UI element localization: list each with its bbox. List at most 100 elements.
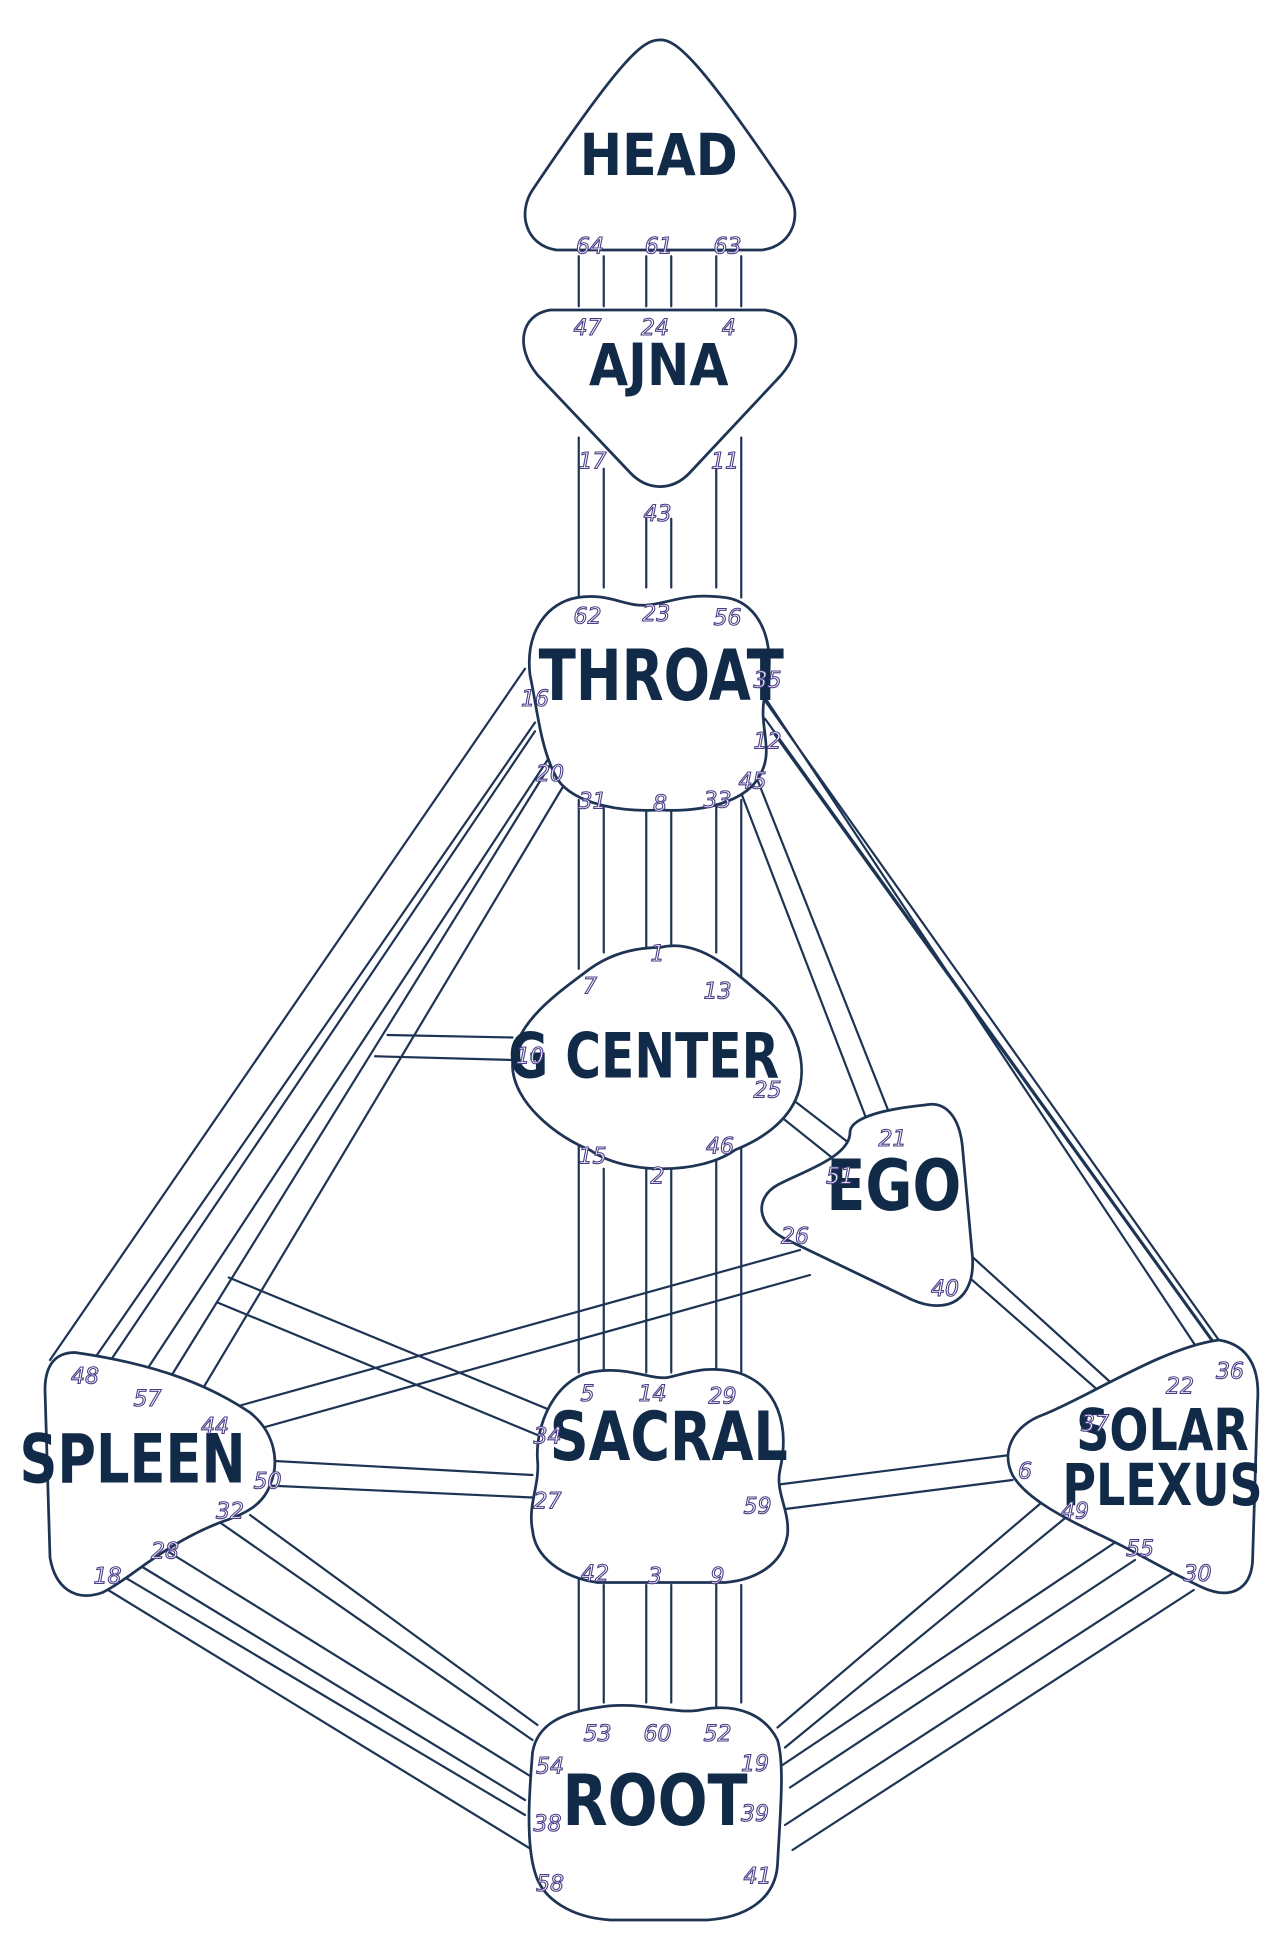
gate-54: 54 [536, 1755, 564, 1780]
centers-layer: HEAD AJNA THROAT G CENTER EGO SACRAL SPLEEN SOL… [20, 38, 1263, 1922]
channel-line [227, 1276, 552, 1412]
center-label: ROOT [562, 1761, 747, 1842]
gate-12: 12 [754, 730, 782, 755]
center-root: ROOT [527, 1704, 783, 1922]
gate-20: 20 [536, 762, 564, 787]
gate-64: 64 [576, 235, 604, 260]
channel-line [386, 1033, 514, 1039]
channel-line [133, 1561, 527, 1802]
channel-line [783, 1508, 1077, 1749]
center-head: HEAD [523, 38, 797, 252]
gate-51: 51 [826, 1165, 854, 1190]
channel-line [773, 1453, 1012, 1487]
channel-line [791, 1588, 1195, 1852]
channel-line [88, 721, 537, 1367]
gate-42: 42 [581, 1562, 609, 1587]
gate-33: 33 [704, 788, 732, 813]
channel-line [966, 1251, 1118, 1389]
gate-22: 22 [1166, 1375, 1194, 1400]
channel-line [111, 1568, 527, 1817]
center-ego: EGO [760, 1102, 974, 1308]
center-throat: THROAT [527, 594, 784, 812]
gate-55: 55 [1126, 1537, 1154, 1562]
gate-16: 16 [521, 687, 549, 712]
gate-48: 48 [71, 1365, 99, 1390]
gate-59: 59 [744, 1495, 772, 1520]
gate-38: 38 [534, 1812, 562, 1837]
gate-45: 45 [739, 770, 767, 795]
gate-58: 58 [536, 1872, 564, 1897]
channel-line [156, 1543, 534, 1779]
gate-50: 50 [254, 1470, 282, 1495]
gate-26: 26 [781, 1225, 809, 1250]
channel-line [788, 1558, 1137, 1789]
channel-line [953, 1263, 1108, 1399]
channel-line [255, 1458, 534, 1477]
gate-36: 36 [1216, 1360, 1244, 1385]
center-label: G CENTER [508, 1021, 779, 1093]
channel-line [106, 730, 537, 1367]
channel-line [218, 1521, 534, 1742]
center-head-shape [523, 38, 797, 252]
center-sacral-shape [530, 1367, 790, 1584]
gate-19: 19 [741, 1752, 769, 1777]
gate-29: 29 [709, 1385, 737, 1410]
gate-31: 31 [579, 790, 607, 815]
channel-line [161, 763, 552, 1392]
channel-line [188, 786, 564, 1412]
gate-6: 6 [1018, 1460, 1032, 1485]
channel-line [143, 755, 552, 1374]
gate-28: 28 [151, 1540, 179, 1565]
gate-3: 3 [648, 1565, 662, 1590]
center-label: AJNA [589, 332, 729, 399]
channel-line [781, 1538, 1120, 1767]
gate-18: 18 [94, 1565, 122, 1590]
gate-62: 62 [574, 605, 602, 630]
center-label: SPLEEN [20, 1421, 246, 1499]
channel-line [738, 788, 870, 1127]
gate-57: 57 [134, 1387, 162, 1412]
gate-24: 24 [641, 316, 669, 341]
gate-44: 44 [201, 1415, 229, 1440]
center-ajna-shape [522, 308, 798, 488]
gate-9: 9 [711, 1565, 725, 1590]
gate-2: 2 [651, 1165, 665, 1190]
gate-37: 37 [1081, 1412, 1109, 1437]
center-root-shape [527, 1704, 783, 1922]
channel-line [758, 692, 1220, 1342]
channel-line [248, 1513, 539, 1727]
channel-line [98, 1583, 534, 1852]
gate-40: 40 [931, 1277, 959, 1302]
gate-13: 13 [704, 980, 732, 1005]
gate-17: 17 [579, 450, 607, 475]
gate-11: 11 [711, 450, 739, 475]
center-label: THROAT [539, 635, 784, 716]
channel-line [216, 1301, 539, 1437]
gate-63: 63 [714, 235, 742, 260]
channel-line [373, 1055, 514, 1062]
channels-layer [48, 255, 1252, 1852]
gate-27: 27 [534, 1490, 562, 1515]
channel-line [783, 1568, 1179, 1827]
channel-line [776, 1478, 1014, 1512]
channel-line [236, 1248, 802, 1408]
center-spleen: SPLEEN [20, 1351, 277, 1597]
gate-15: 15 [579, 1145, 607, 1170]
gate-35: 35 [754, 668, 782, 693]
gate-32: 32 [216, 1500, 244, 1525]
gate-30: 30 [1184, 1562, 1212, 1587]
gate-21: 21 [879, 1127, 907, 1152]
center-label: HEAD [580, 122, 738, 189]
channel-line [776, 1488, 1058, 1729]
gate-61: 61 [645, 235, 673, 260]
center-label: SACRAL [550, 1398, 788, 1476]
gate-41: 41 [744, 1865, 772, 1890]
gate-43: 43 [644, 502, 672, 527]
gate-25: 25 [754, 1078, 782, 1103]
channel-line [255, 1483, 534, 1499]
gate-34: 34 [534, 1425, 562, 1450]
channel-line [756, 778, 892, 1117]
center-g-shape [511, 944, 803, 1171]
